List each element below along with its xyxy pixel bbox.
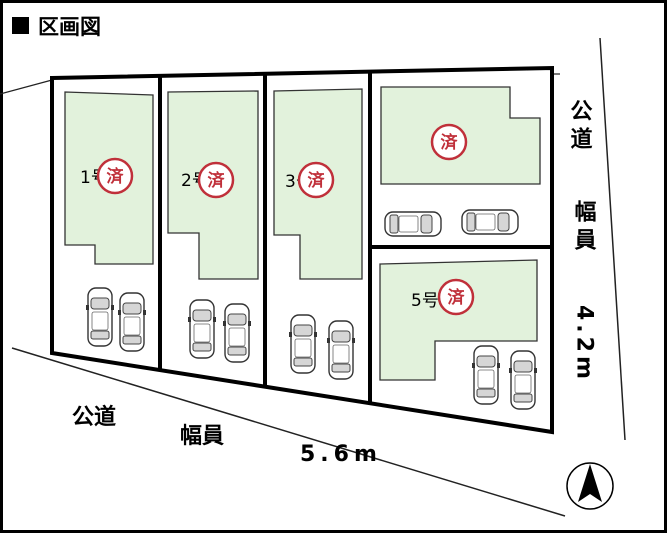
lot-1[interactable]: 1号地 済 xyxy=(64,91,154,352)
lot-5-sold-stamp: 済 xyxy=(437,278,475,316)
lot-3-car-right-icon xyxy=(326,320,356,380)
svg-text:済: 済 xyxy=(208,170,226,191)
bottom-road-width-label: 幅員 xyxy=(180,424,224,449)
right-road-width-label: 幅員 xyxy=(571,200,598,256)
lot-4-sold-stamp: 済 xyxy=(430,123,468,161)
svg-text:済: 済 xyxy=(448,287,466,308)
right-road-edge xyxy=(599,37,626,441)
lot-5-car-right-icon xyxy=(508,350,538,410)
right-road-name: 公道 xyxy=(567,99,593,155)
north-arrow-icon xyxy=(566,462,614,510)
lot-3-car-left-icon xyxy=(288,314,318,374)
bottom-road-name: 公道 xyxy=(72,404,116,430)
lot-1-car-left-icon xyxy=(85,287,115,347)
lot-1-sold-stamp: 済 xyxy=(96,157,134,195)
svg-text:済: 済 xyxy=(107,166,125,187)
svg-text:済: 済 xyxy=(308,170,326,191)
lot-2[interactable]: 2号地 済 xyxy=(167,90,259,363)
bottom-road-edge xyxy=(11,347,566,517)
lot-4-car-right-icon xyxy=(461,209,519,235)
lot-5-car-left-icon xyxy=(471,345,501,405)
right-road-width-value: 4.2m xyxy=(572,305,597,383)
lot-2-sold-stamp: 済 xyxy=(197,161,235,199)
lot-5[interactable]: 5号地 済 xyxy=(379,259,538,410)
lot-2-car-right-icon xyxy=(222,303,252,363)
lot-2-car-left-icon xyxy=(187,299,217,359)
page-title: 区画図 xyxy=(38,15,101,39)
lot-3-sold-stamp: 済 xyxy=(297,161,335,199)
lot-4[interactable]: 済 xyxy=(380,86,541,237)
lot-3[interactable]: 3号地 済 xyxy=(273,88,363,380)
lot-5-building xyxy=(379,259,538,381)
lot-1-car-right-icon xyxy=(117,292,147,352)
title-square-icon xyxy=(12,17,29,34)
svg-text:済: 済 xyxy=(441,132,459,153)
left-boundary-line xyxy=(0,79,53,95)
bottom-road-width-value: 5.6m xyxy=(300,442,382,467)
lot-4-car-left-icon xyxy=(384,211,442,237)
